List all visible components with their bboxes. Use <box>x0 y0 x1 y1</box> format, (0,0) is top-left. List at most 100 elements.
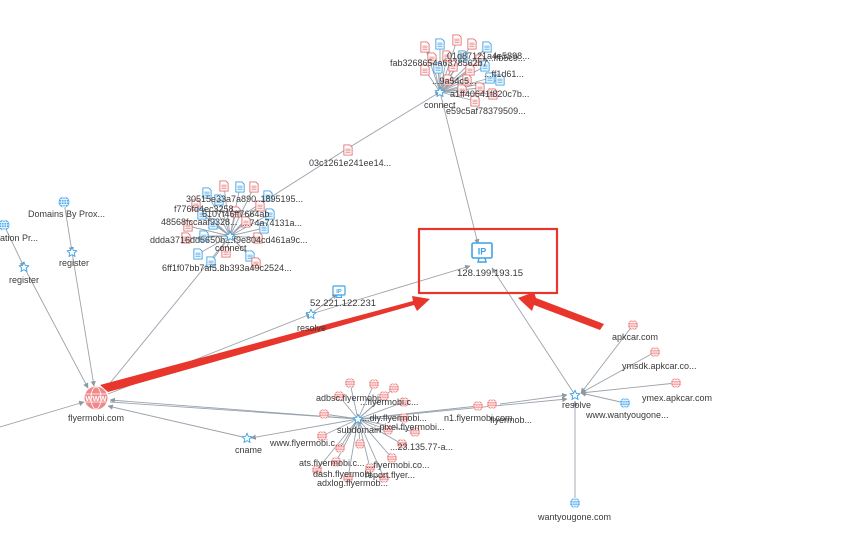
edge-proxy-to-register <box>63 201 74 253</box>
wantyougone-www-globe-icon[interactable] <box>619 397 631 409</box>
file-hash-icon[interactable] <box>193 248 203 260</box>
top-cluster-edge <box>439 91 476 102</box>
label-hash-left-1: 30515e33a7a890 <box>186 194 256 204</box>
label-apkcar: apkcar.com <box>612 332 658 342</box>
label-hash-left-3: f776fd4ec3258... <box>174 204 241 214</box>
label-layer: ation Pr... Domains By Prox... register … <box>0 51 712 522</box>
edge-layer <box>0 39 677 503</box>
ip-monitor-icon[interactable]: IP <box>471 242 493 263</box>
left-cluster-edge <box>229 186 255 237</box>
ip-secondary-icon[interactable]: IP <box>332 285 346 298</box>
label-flyermobi-co: ...flyermobi.co... <box>366 460 430 470</box>
edge-resolve-to-focus-ip <box>310 264 471 315</box>
edge-hash-mid-to-hub <box>344 91 441 151</box>
subdomain-edge <box>357 418 393 459</box>
label-connect-top: connect <box>424 100 456 110</box>
file-hash-icon[interactable] <box>219 180 229 192</box>
file-hash-icon[interactable] <box>420 41 430 53</box>
subdomain-globe-icon[interactable] <box>318 408 330 420</box>
registrant-globe-icon[interactable] <box>58 196 70 208</box>
top-cluster-edge <box>439 69 471 93</box>
top-cluster-edge <box>439 55 448 93</box>
left-cluster-edge <box>223 185 231 237</box>
subdomain-globe-icon[interactable] <box>344 377 356 389</box>
subdomain-edge <box>357 383 375 420</box>
subdomain-edge <box>357 418 403 445</box>
left-cluster-edge <box>229 235 259 239</box>
subdomain-globe-icon[interactable] <box>368 378 380 390</box>
label-wantyougone: wantyougone.com <box>537 512 611 522</box>
file-hash-icon[interactable] <box>249 181 259 193</box>
label-flyermobi-c-1: ...flyermobi.c... <box>360 397 419 407</box>
domain-globe-icon[interactable] <box>486 398 498 410</box>
label-hash-left-4: 6107f46ff7664ab <box>202 209 269 219</box>
label-hash-left-2: ...1895195... <box>253 194 303 204</box>
edge-cname-to-domain <box>107 404 248 439</box>
ymsdk-globe-icon[interactable] <box>649 346 661 358</box>
file-hash-icon[interactable] <box>467 38 477 50</box>
left-cluster-edge <box>206 192 231 237</box>
wantyougone-globe-icon[interactable] <box>569 497 581 509</box>
left-cluster-edge <box>218 199 231 237</box>
label-register-2: register <box>59 258 89 268</box>
edge-offscreen-to-domain <box>0 400 85 428</box>
edge-domain-to-resolve <box>580 351 656 394</box>
label-flyermobi-c-2: ...dly.flyermobi... <box>362 413 427 423</box>
label-report: report.flyer... <box>365 470 415 480</box>
register-star-icon[interactable] <box>18 261 30 272</box>
label-connect-left: connect <box>215 243 247 253</box>
red-arrow-left <box>100 296 430 392</box>
svg-text:WWW: WWW <box>85 394 107 403</box>
svg-text:IP: IP <box>478 247 487 257</box>
subdomain-edge <box>357 415 405 421</box>
edge-resolve-to-ip <box>310 293 338 315</box>
label-n1: n1.flyermobi.com <box>444 413 513 423</box>
label-hash-left-5: 48568fccaaf9328... <box>161 217 238 227</box>
left-cluster-edge <box>229 227 265 237</box>
subdomain-edge <box>357 418 385 479</box>
subdomain-globe-icon[interactable] <box>354 438 366 450</box>
subdomain-edge <box>346 418 359 479</box>
label-hash-top-7: e59c5af78379509... <box>446 106 526 116</box>
label-registration: ation Pr... <box>0 233 38 243</box>
label-hash-top-2: ...ffb5c9... <box>486 53 525 63</box>
domain-globe-icon[interactable] <box>472 400 484 412</box>
file-hash-icon[interactable] <box>435 38 445 50</box>
register-star-icon[interactable] <box>66 246 78 257</box>
label-hash-top-3: fab3268654a6378562b7 <box>390 58 488 68</box>
red-arrow-right <box>518 292 604 330</box>
label-domains-by-proxy: Domains By Prox... <box>28 209 105 219</box>
resolve-star-icon[interactable] <box>569 389 581 400</box>
label-wantyougone-trunc: www.wantyougone... <box>585 410 669 420</box>
edge-register-to-domain <box>71 251 96 387</box>
apkcar-globe-icon[interactable] <box>627 319 639 331</box>
file-hash-icon[interactable] <box>235 181 245 193</box>
file-hash-icon[interactable] <box>452 34 462 46</box>
subdomain-edge <box>357 401 405 420</box>
label-ymex: ymex.apkcar.com <box>642 393 712 403</box>
label-flyermobi-c-3: ...pixel.flyermobi... <box>372 422 445 432</box>
label-resolve-right: resolve <box>562 400 591 410</box>
label-resolve-left: resolve <box>297 323 326 333</box>
highlight-box <box>417 227 559 295</box>
subdomain-globe-icon[interactable] <box>388 382 400 394</box>
subdomain-edge <box>321 418 359 437</box>
label-register-1: register <box>9 275 39 285</box>
edge-subdomain-to-domain <box>109 397 359 420</box>
subdomain-edge <box>357 395 385 420</box>
edge-domain-to-resolve <box>580 391 626 404</box>
label-hash-top-6: a1ff40641f820c7b... <box>450 89 529 99</box>
edge-domain-to-resolve <box>580 324 634 394</box>
subdomain-edge <box>348 382 359 420</box>
subdomain-edge <box>335 418 359 463</box>
file-hash-icon[interactable] <box>343 144 353 156</box>
ymex-globe-icon[interactable] <box>670 377 682 389</box>
label-ats: ats.flyermobi.c... <box>299 458 365 468</box>
resolve-star-icon[interactable] <box>305 308 317 319</box>
edge-connect-to-ip <box>439 91 480 245</box>
www-globe-icon[interactable]: WWW <box>84 386 108 410</box>
edge-registrar-to-register <box>3 224 25 268</box>
cname-star-icon[interactable] <box>241 432 253 443</box>
svg-text:IP: IP <box>336 289 342 295</box>
registrar-globe-icon[interactable] <box>0 219 10 231</box>
